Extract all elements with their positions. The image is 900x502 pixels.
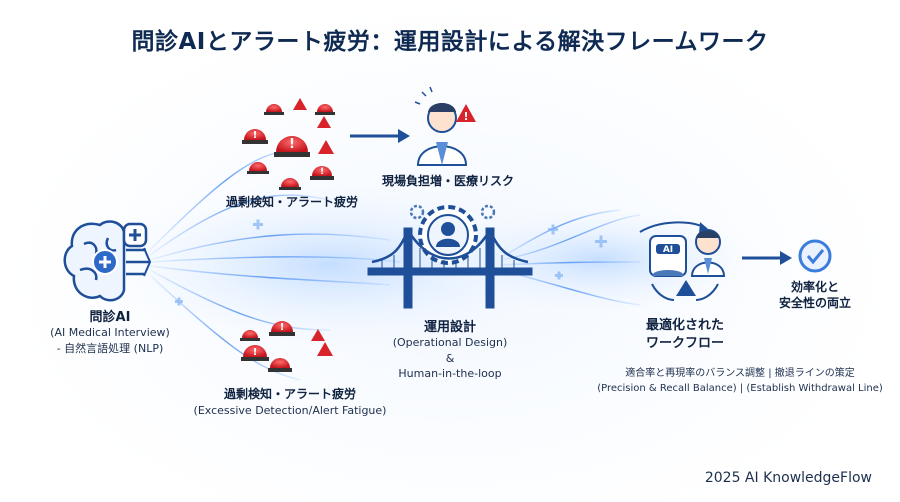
bridge-subtitle-2: &: [445, 352, 455, 365]
bridge-subtitle-1: (Operational Design): [392, 336, 508, 349]
svg-text:!: !: [280, 322, 285, 333]
brain-icon: [63, 220, 152, 302]
arrow-to-outcome: [742, 251, 792, 265]
outcome-label-2: 安全性の両立: [778, 296, 851, 310]
svg-text:!: !: [253, 130, 258, 141]
arrow-to-risk: [350, 129, 410, 143]
check-circle-icon: [798, 239, 832, 273]
page-title: 問診AIとアラート疲労：運用設計による解決フレームワーク: [131, 29, 769, 55]
outcome-label-1: 効率化と: [790, 280, 839, 294]
workflow-title-1: 最適化された: [645, 318, 724, 333]
bridge-subtitle-3: Human-in-the-loop: [398, 367, 502, 380]
alert-cluster-top: ! ! !: [242, 98, 335, 190]
alert-fatigue-subtitle-bottom: (Excessive Detection/Alert Fatigue): [193, 404, 387, 417]
workflow-title-2: ワークフロー: [645, 336, 724, 351]
svg-text:!: !: [320, 167, 324, 177]
footer-credit: 2025 AI KnowledgeFlow: [704, 470, 872, 486]
svg-text:!: !: [289, 137, 295, 152]
alert-fatigue-label-top: 過剰検知・アラート疲労: [225, 195, 358, 209]
bridge-title: 運用設計: [423, 320, 476, 335]
svg-text:!: !: [253, 347, 258, 358]
alert-fatigue-label-bottom: 過剰検知・アラート疲労: [223, 387, 356, 401]
nlp-ai-title: 問診AI: [89, 310, 131, 325]
workflow-description-2: (Precision & Recall Balance) | (Establis…: [597, 383, 883, 394]
alert-cluster-bottom: ! !: [240, 321, 333, 372]
risk-label: 現場負担増・医療リスク: [381, 174, 514, 188]
stressed-doctor-icon: !: [414, 86, 476, 166]
nlp-ai-subtitle-2: - 自然言語処理 (NLP): [56, 342, 164, 355]
gear-icon: [409, 204, 496, 265]
workflow-icon: [639, 221, 726, 301]
bridge-icon: [367, 227, 533, 309]
svg-text:!: !: [463, 110, 468, 123]
workflow-description-1: 適合率と再現率のバランス調整 | 撤退ラインの策定: [625, 368, 855, 379]
ai-robot-badge: AI: [662, 245, 674, 255]
sparkles: [175, 219, 607, 306]
nlp-ai-subtitle-1: (AI Medical Interview): [50, 326, 170, 339]
